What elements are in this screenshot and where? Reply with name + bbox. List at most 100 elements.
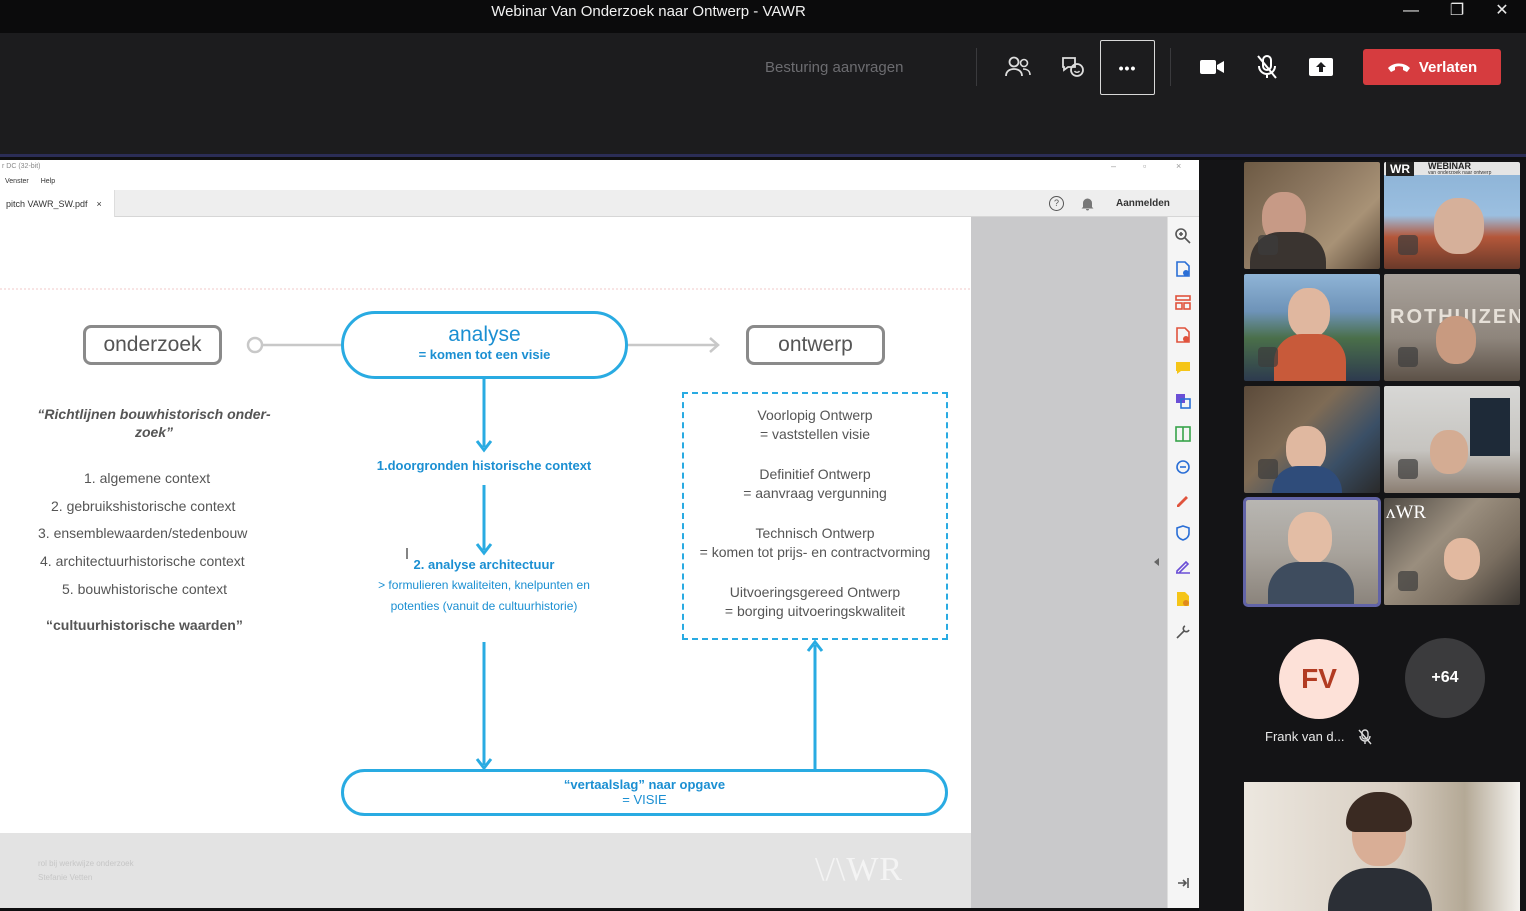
title-bar: Webinar Van Onderzoek naar Ontwerp - VAW…	[0, 0, 1526, 33]
participant-video-tile[interactable]	[1244, 162, 1380, 269]
request-control-button[interactable]: Besturing aanvragen	[765, 59, 904, 76]
scan-icon[interactable]	[1174, 458, 1192, 476]
edit-pdf-icon[interactable]	[1174, 425, 1192, 443]
sign-icon[interactable]	[1174, 557, 1192, 575]
phase-name: Definitief Ontwerp	[759, 466, 871, 482]
acrobat-menu: Venster Help	[5, 178, 55, 185]
combine-files-icon[interactable]	[1174, 392, 1192, 410]
chat-button[interactable]	[1051, 45, 1095, 89]
participant-face	[1286, 426, 1326, 472]
participant-body	[1328, 868, 1432, 911]
guideline-item: 5. bouwhistorische context	[62, 581, 227, 597]
participant-face	[1436, 316, 1476, 364]
acrobat-close-icon[interactable]: ×	[1176, 161, 1182, 171]
avatar[interactable]: FV	[1279, 639, 1359, 719]
acrobat-app-name: r DC (32-bit)	[2, 163, 41, 170]
menu-help[interactable]: Help	[40, 178, 56, 185]
guideline-item: 2. gebruikshistorische context	[51, 498, 236, 514]
guideline-item: 4. architectuurhistorische context	[40, 553, 245, 569]
webinar-banner: WEBINAR	[1428, 162, 1471, 171]
analysis-box: analyse = komen tot een visie	[341, 311, 628, 379]
acrobat-tabbar: pitch VAWR_SW.pdf× ? Aanmelden	[0, 190, 1199, 217]
mic-off-icon	[1398, 571, 1418, 591]
participant-video-tile[interactable]	[1244, 386, 1380, 493]
participant-video-tile[interactable]	[1244, 274, 1380, 381]
more-actions-button[interactable]: •••	[1100, 40, 1155, 95]
more-icon: •••	[1118, 59, 1137, 76]
share-icon	[1309, 58, 1333, 76]
slide-footer: rol bij werkwijze onderzoek Stefanie Vet…	[0, 833, 971, 908]
design-phases-box: Voorlopig Ontwerp = vaststellen visie Def…	[682, 392, 948, 640]
acrobat-minimize-icon[interactable]: –	[1111, 161, 1117, 171]
toolbar-divider	[1170, 48, 1171, 86]
acrobat-tools-rail	[1167, 217, 1199, 908]
participant-video-tile[interactable]	[1384, 386, 1520, 493]
step1-label: 1.doorgronden historische context	[376, 458, 592, 473]
research-box: onderzoek	[83, 325, 222, 365]
sign-in-link[interactable]: Aanmelden	[1116, 198, 1170, 209]
send-review-icon[interactable]	[1174, 590, 1192, 608]
collapse-panel-icon[interactable]	[1154, 558, 1159, 566]
participant-video-tile-active-speaker[interactable]	[1243, 497, 1381, 607]
mic-off-icon	[1257, 55, 1277, 79]
slide-connectors	[0, 288, 971, 772]
menu-venster[interactable]: Venster	[5, 178, 29, 185]
camera-button[interactable]	[1190, 45, 1234, 89]
leave-button[interactable]: Verlaten	[1363, 49, 1501, 85]
more-participants-button[interactable]: +64	[1405, 638, 1485, 718]
acrobat-restore-icon[interactable]: ▫	[1143, 161, 1147, 171]
mic-off-icon	[1398, 347, 1418, 367]
minimize-button[interactable]: —	[1403, 2, 1419, 19]
translation-subtitle: = VISIE	[622, 792, 667, 807]
help-icon[interactable]: ?	[1049, 196, 1064, 211]
organize-pages-icon[interactable]	[1174, 293, 1192, 311]
phase-desc: = vaststellen visie	[759, 426, 871, 442]
participant-name: Frank van d...	[1265, 729, 1345, 744]
participant-video-tile[interactable]: WR WEBINAR van onderzoek naar ontwerp	[1384, 162, 1520, 269]
cultural-values: “cultuurhistorische waarden”	[46, 617, 243, 633]
collapse-rail-icon[interactable]	[1174, 874, 1192, 892]
export-pdf-icon[interactable]	[1174, 326, 1192, 344]
participant-body	[1272, 466, 1342, 493]
mic-off-icon	[1258, 235, 1278, 255]
phase-name: Voorlopig Ontwerp	[757, 407, 873, 423]
share-screen-button[interactable]	[1299, 45, 1343, 89]
more-tools-icon[interactable]	[1174, 623, 1192, 641]
comment-icon[interactable]	[1174, 359, 1192, 377]
mic-off-icon	[1398, 459, 1418, 479]
participant-body	[1274, 334, 1346, 381]
restore-button[interactable]: ❐	[1449, 2, 1465, 19]
tab-close-icon[interactable]: ×	[96, 199, 102, 209]
hangup-icon	[1387, 63, 1410, 72]
close-button[interactable]: ✕	[1495, 2, 1509, 19]
mic-off-icon	[1398, 235, 1418, 255]
zoom-icon[interactable]	[1174, 227, 1192, 245]
toolbar-divider	[976, 48, 977, 86]
mute-button[interactable]	[1245, 45, 1289, 89]
protect-icon[interactable]	[1174, 524, 1192, 542]
bell-icon[interactable]	[1081, 197, 1094, 211]
analysis-title: analyse	[448, 323, 521, 346]
wall-picture	[1470, 398, 1510, 456]
camera-icon	[1200, 60, 1224, 74]
participants-button[interactable]	[996, 45, 1040, 89]
participant-video-tile[interactable]	[1244, 782, 1520, 911]
phase-desc: = borging uitvoeringskwaliteit	[724, 603, 906, 619]
analysis-subtitle: = komen tot een visie	[418, 347, 551, 362]
accent-divider	[0, 154, 1526, 157]
create-pdf-icon[interactable]	[1174, 260, 1192, 278]
fill-sign-icon[interactable]	[1174, 491, 1192, 509]
document-tab[interactable]: pitch VAWR_SW.pdf×	[0, 190, 115, 217]
meeting-toolbar: Besturing aanvragen ••• Verlaten	[0, 33, 1526, 155]
chat-icon	[1062, 57, 1084, 77]
step2-title: 2. analyse architectuur	[413, 557, 555, 572]
guidelines-title: “Richtlijnen bouwhistorisch onder-zoek”	[37, 406, 271, 440]
mic-off-icon	[1258, 459, 1278, 479]
window-title: Webinar Van Onderzoek naar Ontwerp - VAW…	[491, 3, 806, 20]
participant-face	[1288, 288, 1330, 338]
vawr-logo: \/\WR	[815, 851, 904, 888]
participant-video-tile[interactable]: ROTHUIZEN	[1384, 274, 1520, 381]
participant-video-tile[interactable]: ᴧWR	[1384, 498, 1520, 605]
acrobat-titlebar: r DC (32-bit) Venster Help – ▫ ×	[0, 160, 1199, 190]
guideline-item: 1. algemene context	[84, 470, 211, 486]
